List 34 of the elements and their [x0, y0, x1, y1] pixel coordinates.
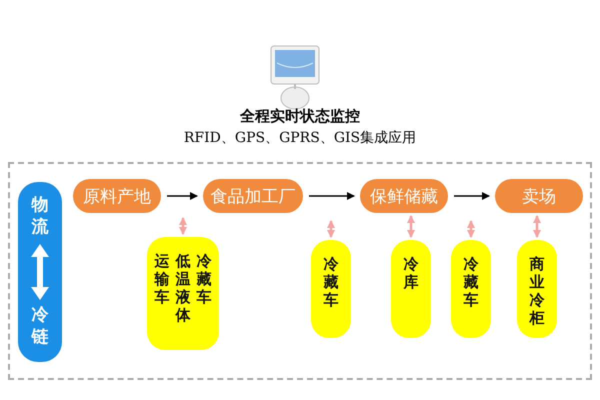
arrow	[454, 192, 490, 200]
category-bar	[18, 182, 62, 362]
node-label: 冷藏车	[322, 255, 340, 309]
arrow	[327, 220, 335, 238]
subtitle: RFID、GPS、GPRS、GIS集成应用	[182, 129, 418, 147]
node-label: 卖场	[522, 186, 556, 208]
category-label: 物流	[30, 194, 50, 238]
stage-box	[73, 179, 161, 213]
node-label: 运输车	[154, 252, 170, 306]
equipment-box	[147, 237, 219, 350]
node-label: 低温液体	[174, 252, 192, 324]
arrow	[407, 215, 415, 238]
stage-box	[495, 179, 583, 213]
stage-box	[360, 179, 448, 213]
node-label: 保鲜储藏	[370, 186, 438, 208]
arrow	[467, 220, 475, 238]
equipment-box	[517, 240, 557, 338]
node-label: 食品加工厂	[210, 186, 296, 208]
node-label: 冷库	[402, 255, 420, 291]
stage-box	[203, 179, 303, 213]
title: 全程实时状态监控	[238, 107, 361, 126]
equipment-box	[311, 240, 351, 338]
arrow	[309, 192, 355, 200]
arrow	[533, 215, 541, 238]
arrow	[167, 192, 198, 200]
dashed-frame	[8, 162, 592, 380]
arrow	[179, 217, 187, 235]
equipment-box	[451, 240, 491, 338]
node-label: 冷藏车	[196, 252, 212, 306]
node-label: 冷藏车	[462, 255, 480, 309]
node-label: 原料产地	[83, 186, 151, 208]
equipment-box	[391, 240, 431, 338]
category-label: 冷链	[30, 304, 50, 348]
node-label: 商业冷柜	[528, 255, 546, 327]
